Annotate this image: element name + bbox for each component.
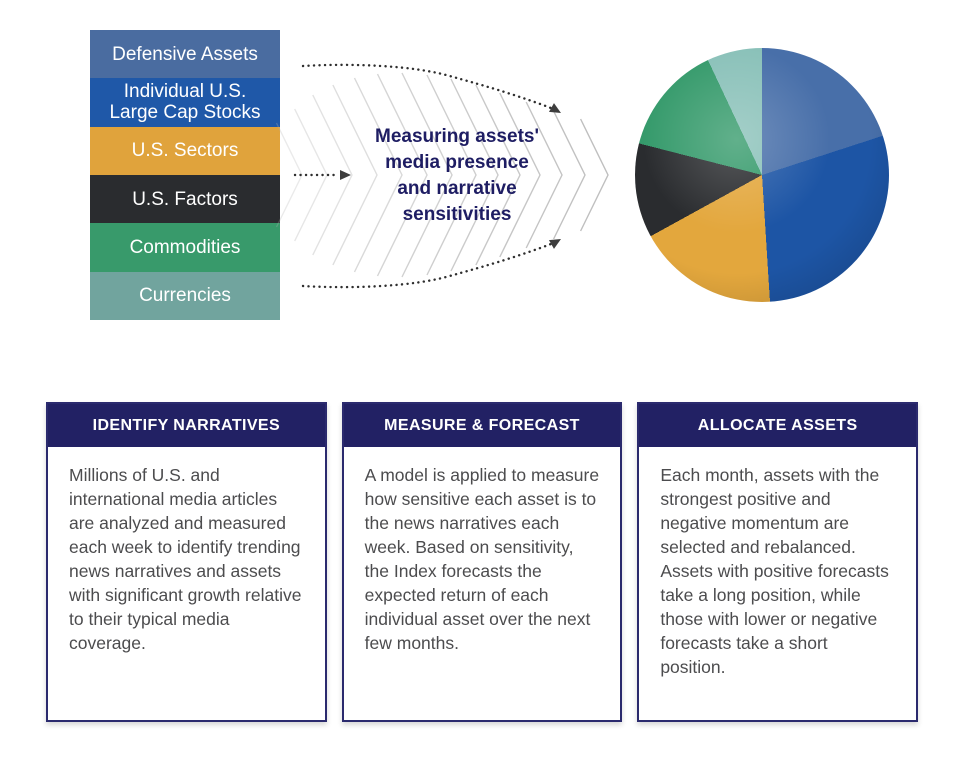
- process-cards: IDENTIFY NARRATIVES Millions of U.S. and…: [46, 402, 918, 722]
- dotted-arrow-bottom-icon: [301, 239, 561, 289]
- asset-class-list: Defensive Assets Individual U.S. Large C…: [90, 30, 280, 320]
- nested-chevrons-icon: [275, 72, 609, 278]
- dotted-arrow-middle-icon: [293, 170, 351, 180]
- asset-band-us-factors: U.S. Factors: [90, 174, 280, 224]
- card-allocate-assets: ALLOCATE ASSETS Each month, assets with …: [637, 402, 918, 722]
- flow-caption-line: and narrative: [397, 178, 517, 199]
- card-header: ALLOCATE ASSETS: [639, 404, 916, 447]
- flow-caption-line: Measuring assets': [375, 126, 539, 147]
- card-header: MEASURE & FORECAST: [343, 404, 621, 447]
- card-body: Each month, assets with the strongest po…: [660, 465, 889, 677]
- dotted-arrow-top-icon: [301, 63, 561, 113]
- asset-band-label: Individual U.S. Large Cap Stocks: [109, 81, 261, 124]
- pie-chart: [635, 48, 889, 302]
- card-identify-narratives: IDENTIFY NARRATIVES Millions of U.S. and…: [46, 402, 327, 722]
- card-body: Millions of U.S. and international media…: [69, 465, 302, 653]
- asset-band-label: Currencies: [139, 285, 231, 307]
- asset-band-label: Commodities: [129, 236, 241, 258]
- asset-band-currencies: Currencies: [90, 271, 280, 320]
- asset-band-individual-us-large-cap-stocks: Individual U.S. Large Cap Stocks: [90, 78, 280, 127]
- asset-band-label: U.S. Factors: [132, 188, 238, 210]
- asset-band-us-sectors: U.S. Sectors: [90, 126, 280, 175]
- flow-caption-line: media presence: [385, 152, 529, 173]
- card-measure-forecast: MEASURE & FORECAST A model is applied to…: [341, 402, 623, 722]
- card-header: IDENTIFY NARRATIVES: [48, 404, 325, 447]
- asset-band-defensive-assets: Defensive Assets: [90, 30, 280, 79]
- chevron-fan: [275, 63, 609, 289]
- flow-caption: Measuring assets' media presence and nar…: [350, 124, 564, 228]
- asset-band-label: Defensive Assets: [112, 43, 258, 65]
- asset-band-commodities: Commodities: [90, 223, 280, 272]
- card-body: A model is applied to measure how sensit…: [364, 465, 600, 653]
- asset-band-label: U.S. Sectors: [131, 140, 239, 162]
- flow-caption-line: sensitivities: [402, 204, 512, 225]
